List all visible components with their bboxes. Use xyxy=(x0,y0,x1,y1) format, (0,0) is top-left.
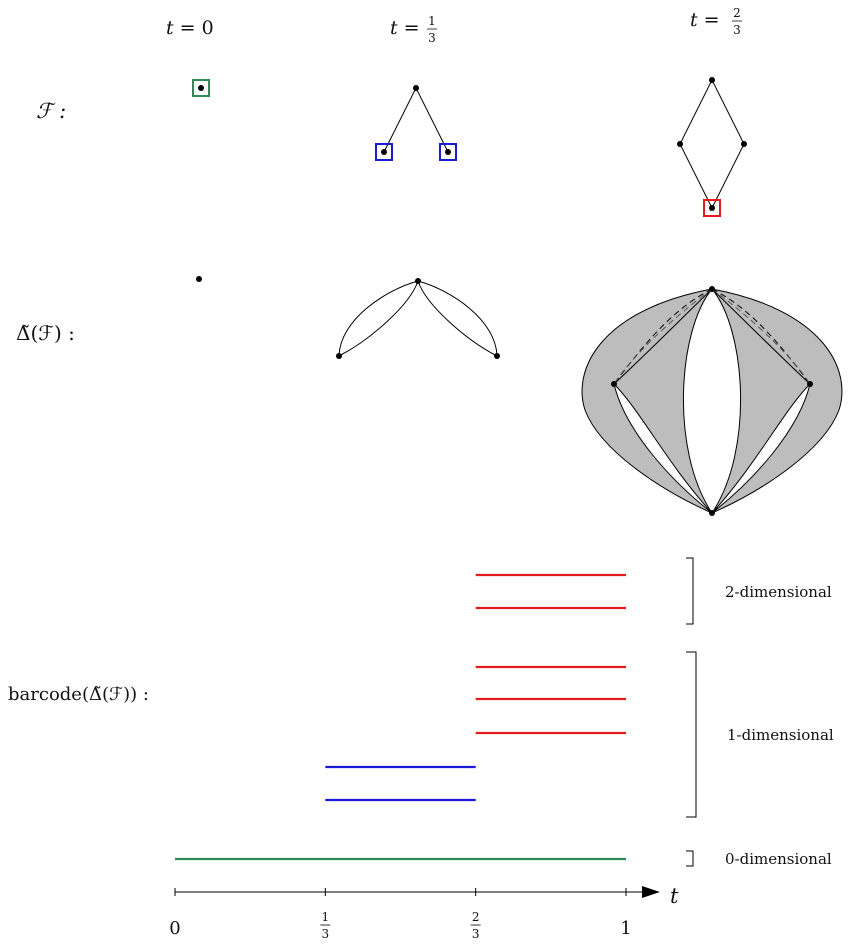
vertex xyxy=(709,205,715,211)
svg-text:t=: t= xyxy=(390,17,420,39)
vertex xyxy=(807,381,813,387)
vertex xyxy=(611,381,617,387)
new-vertex-marker xyxy=(192,79,210,97)
bracket-1d xyxy=(686,651,697,818)
vertex xyxy=(415,278,421,284)
time-header-2: t= 2 3 xyxy=(690,6,742,37)
tick-label: 1 xyxy=(620,918,631,939)
new-vertex-marker xyxy=(703,199,721,217)
group-label-1d: 1-dimensional xyxy=(727,726,834,744)
vertex xyxy=(709,510,715,516)
group-label-2d: 2-dimensional xyxy=(725,583,832,601)
bracket-2d xyxy=(686,557,694,625)
time-header-1-den: 3 xyxy=(428,31,436,45)
barcode-bars xyxy=(175,573,626,861)
filtration-t1 xyxy=(375,85,457,161)
axis-arrow xyxy=(642,886,660,898)
complex-t1 xyxy=(336,278,500,359)
time-axis: t xyxy=(175,884,679,908)
axis-label: t xyxy=(670,884,679,908)
vertex xyxy=(677,141,683,147)
vertex xyxy=(198,85,204,91)
barcode-label: barcode(Δ̃(ℱ)) : xyxy=(8,684,149,705)
tick-label-num: 2 xyxy=(472,910,480,924)
time-header-0: t=0 xyxy=(166,17,214,39)
edge xyxy=(417,280,498,357)
dimension-brackets xyxy=(686,557,697,867)
edge xyxy=(417,280,498,357)
new-vertex-marker xyxy=(439,143,457,161)
group-label-0d: 0-dimensional xyxy=(725,850,832,868)
svg-text:t=: t= xyxy=(690,9,720,31)
bracket-0d xyxy=(686,850,694,867)
vertex xyxy=(445,149,451,155)
tick-label-den: 3 xyxy=(321,927,329,941)
filtration-t2 xyxy=(677,77,747,217)
time-header-2-num: 2 xyxy=(733,6,741,20)
time-header-1-num: 1 xyxy=(428,14,436,28)
vertex xyxy=(494,353,500,359)
time-header-2-den: 3 xyxy=(733,23,741,37)
filtration-label: ℱ : xyxy=(36,99,66,123)
edge xyxy=(338,280,419,357)
vertex xyxy=(709,286,715,292)
vertex xyxy=(196,276,202,282)
new-vertex-marker xyxy=(375,143,393,161)
tick-label-num: 1 xyxy=(321,910,329,924)
vertex xyxy=(709,77,715,83)
tick-label: 0 xyxy=(169,918,180,939)
filtration-t0 xyxy=(192,79,210,97)
vertex xyxy=(741,141,747,147)
complex-label: Δ̃(ℱ) : xyxy=(16,321,75,345)
vertex xyxy=(336,353,342,359)
vertex xyxy=(413,85,419,91)
tick-label-den: 3 xyxy=(472,927,480,941)
edge xyxy=(338,280,419,357)
complex-t0 xyxy=(196,276,202,282)
complex-t2 xyxy=(581,286,843,516)
vertex xyxy=(381,149,387,155)
axis-ticks: 0 1 3 2 3 1 xyxy=(169,888,632,941)
time-header-1: t= 1 3 xyxy=(390,14,437,45)
